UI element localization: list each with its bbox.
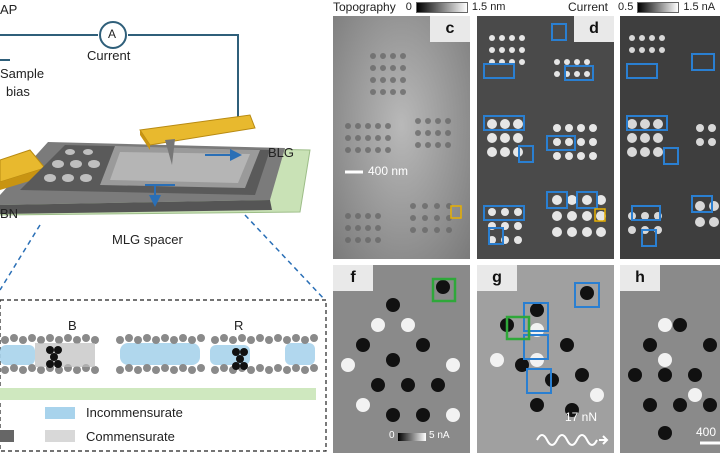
r-stacking-label: R (234, 318, 244, 333)
current-label: Current (87, 48, 131, 63)
current-title: Current (568, 0, 609, 14)
circuit-wire (0, 34, 239, 130)
legend-commensurate-label: Commensurate (86, 429, 175, 444)
b-stack-atoms (46, 346, 62, 368)
panel-g-label: g (477, 265, 517, 291)
b-stacking-label: B (68, 318, 77, 333)
green-marker-box (431, 277, 457, 303)
panel-f-image (341, 277, 460, 441)
legend-swatch-commensurate (45, 430, 75, 442)
panel-g: g 17 nN (477, 265, 614, 453)
panel-e-image (626, 35, 719, 247)
panel-e-partial (620, 16, 720, 259)
panel-c-label: c (430, 16, 470, 42)
panel-c-image (345, 53, 462, 243)
ammeter-icon (99, 21, 127, 49)
r-stack-atoms (232, 348, 248, 370)
panel-d: d (477, 16, 614, 259)
panel-h-label: h (620, 265, 660, 291)
topography-title: Topography (333, 0, 396, 14)
force-label: 17 nN (565, 410, 598, 424)
scalebar-c-label: 400 nm (368, 164, 409, 178)
afm-tip (165, 139, 175, 165)
current-gradient (637, 1, 680, 13)
panel-g-image (490, 282, 609, 446)
mlg-label: MLG spacer (112, 232, 183, 247)
current-max: 1.5 nA (683, 1, 716, 13)
blg-label: BLG (268, 145, 295, 160)
yellow-marker-box (450, 205, 462, 219)
bn-label: BN (0, 206, 19, 221)
legend-swatch-incommensurate (45, 407, 75, 419)
panel-f: f 0 5 nA (333, 265, 470, 453)
atom-rows (1, 334, 318, 374)
panel-c: c 400 nm (333, 16, 470, 259)
topography-colorbar: Topography 0 1.5 nm (333, 0, 505, 14)
schematic-illustration (0, 21, 327, 452)
current-min: 0.5 (618, 1, 634, 13)
legend-incommensurate-label: Incommensurate (86, 405, 183, 420)
panel-h: h 400 (620, 265, 720, 453)
panel-d-image (483, 23, 606, 245)
f-colorbar-min: 0 (389, 430, 395, 441)
holes (44, 149, 100, 182)
afm-label: AP (0, 2, 18, 17)
f-colorbar-max: 5 nA (429, 430, 450, 441)
sample-label: Sample (0, 66, 45, 81)
ammeter-label: A (108, 27, 117, 41)
f-colorbar-gradient (398, 433, 426, 441)
afm-cantilever (139, 114, 256, 146)
wave-icon (536, 434, 598, 446)
topography-min: 0 (405, 1, 412, 13)
panel-h-image (628, 318, 720, 445)
scalebar-h-label: 400 (696, 425, 717, 439)
topography-gradient (415, 1, 468, 13)
panel-d-label: d (574, 16, 614, 42)
panel-f-label: f (333, 265, 373, 291)
g-blue-boxes (523, 282, 600, 394)
blue-marker-boxes (483, 23, 598, 245)
topography-max: 1.5 nm (471, 1, 506, 13)
current-colorbar: Current 0.5 1.5 nA (568, 0, 715, 14)
g-green-box (505, 315, 531, 341)
bias-label: bias (6, 84, 30, 99)
zoom-box (0, 299, 327, 452)
